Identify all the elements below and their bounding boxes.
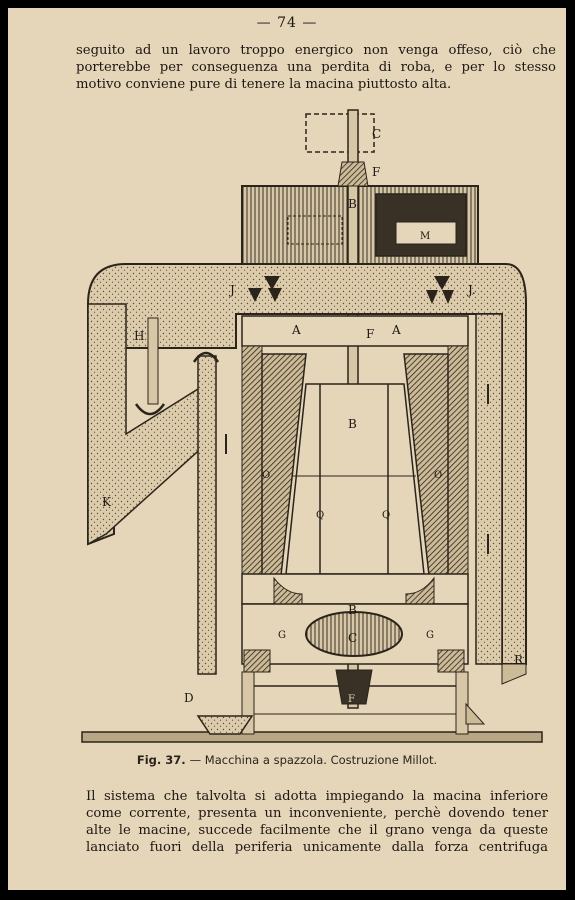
top-paragraph: seguito ad un lavoro troppo energico non… bbox=[76, 42, 556, 93]
machine-illustration: C F B M J J. H A F A B O O Q Q K B G C G bbox=[66, 104, 566, 744]
label-f-low: F bbox=[348, 694, 355, 705]
label-f-top: F bbox=[372, 165, 380, 179]
text-line: motivo conviene pure di tenere la macina… bbox=[76, 77, 452, 92]
text-line: come corrente, presenta un inconveniente… bbox=[86, 806, 548, 821]
label-a-right: A bbox=[391, 323, 401, 337]
label-c-low: C bbox=[348, 631, 357, 645]
book-page: — 74 — seguito ad un lavoro troppo energ… bbox=[8, 8, 566, 890]
label-q-right: Q bbox=[382, 510, 390, 521]
pulley-outline bbox=[305, 113, 375, 153]
text-line: seguito ad un lavoro troppo energico non… bbox=[76, 43, 556, 58]
floor-beam bbox=[81, 731, 543, 743]
label-b-mid: B bbox=[348, 417, 357, 431]
caption-figure-number: Fig. 37. bbox=[136, 753, 186, 767]
text-line: Il sistema che talvolta si adotta impieg… bbox=[86, 789, 548, 804]
label-a-left: A bbox=[291, 323, 301, 337]
label-g-left: G bbox=[278, 630, 286, 641]
figure-caption: Fig. 37.— Macchina a spazzola. Costruzio… bbox=[8, 753, 566, 767]
text-line: alte le macine, succede facilmente che i… bbox=[86, 823, 548, 838]
label-j-right: J. bbox=[466, 283, 476, 297]
label-c-top: C bbox=[372, 127, 381, 141]
top-plate bbox=[241, 315, 469, 347]
label-k: K bbox=[102, 495, 112, 509]
caption-text: — Macchina a spazzola. Costruzione Millo… bbox=[189, 753, 438, 767]
label-r: R bbox=[514, 653, 524, 667]
text-line: lanciato fuori della periferia unicament… bbox=[86, 840, 548, 855]
label-o-right: O bbox=[434, 470, 442, 481]
text-line: porterebbe per conseguenza una perdita d… bbox=[76, 60, 556, 75]
label-q-left: Q bbox=[316, 510, 324, 521]
label-o-left: O bbox=[262, 470, 270, 481]
bottom-paragraph: Il sistema che talvolta si adotta impieg… bbox=[86, 788, 548, 856]
label-j-left: J bbox=[228, 283, 235, 297]
label-d: D bbox=[184, 691, 194, 705]
lower-pulley bbox=[305, 611, 403, 657]
label-m: M bbox=[420, 231, 430, 242]
page-number: — 74 — bbox=[256, 15, 318, 31]
label-g-right: G bbox=[426, 630, 434, 641]
outer-casing bbox=[87, 263, 527, 665]
inner-cone bbox=[285, 383, 425, 575]
machine-drawing: C F B M J J. H A F A B O O Q Q K B G C G bbox=[81, 109, 543, 743]
label-h: H bbox=[134, 329, 144, 343]
label-b-low: B bbox=[348, 603, 357, 617]
label-b-top: B bbox=[348, 197, 357, 211]
label-f-mid: F bbox=[366, 327, 374, 341]
